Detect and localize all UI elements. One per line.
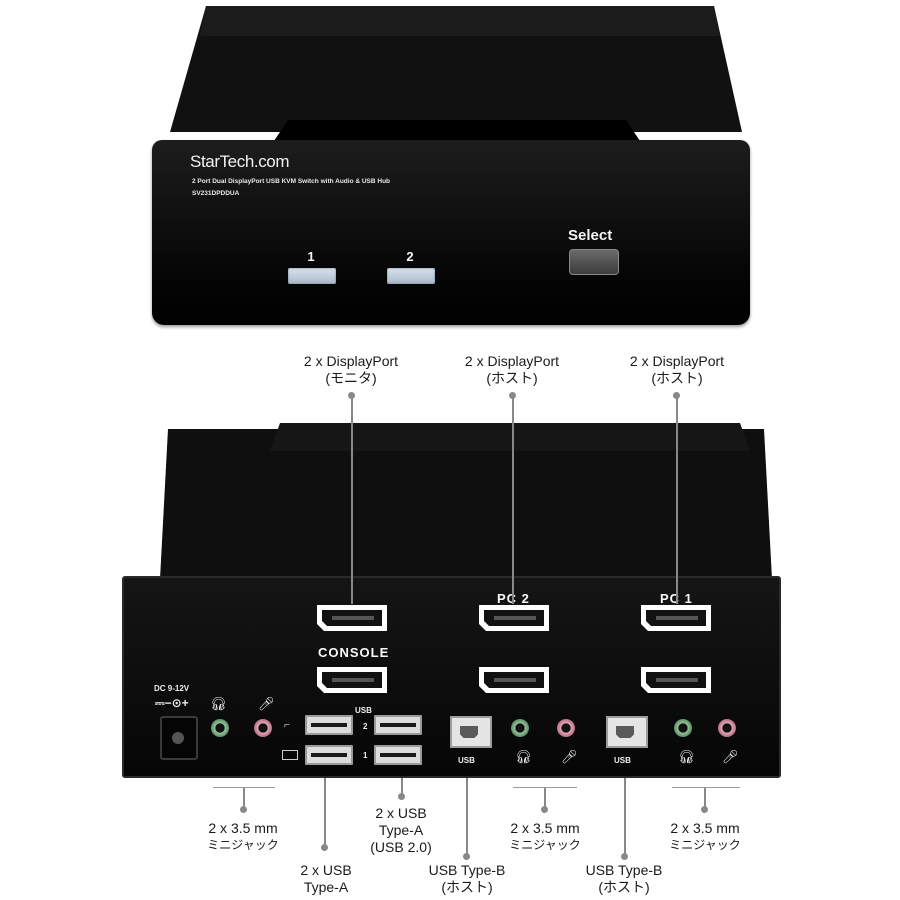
console-usb-a-keyboard [305,745,353,765]
pc2-headphone-jack [511,719,529,737]
callout-displayport-host-pc2: 2 x DisplayPort (ホスト) [464,353,560,386]
pc1-headphone-jack [674,719,692,737]
callout-displayport-monitor: 2 x DisplayPort (モニタ) [303,353,399,386]
microphone-icon: 🎤︎ [258,696,275,711]
mouse-icon: ⌐ [284,720,290,731]
console-usb-a-mouse [305,715,353,735]
leader-line [676,396,678,604]
model-number: SV231DPDDUA [192,190,240,197]
leader-bracket [672,787,740,788]
callout-pc1-audio: 2 x 3.5 mm ミニジャック [669,820,741,852]
keyboard-icon [282,750,298,760]
pc1-displayport-1 [641,605,711,631]
rear-top-panel [160,423,772,579]
select-button[interactable] [569,249,619,275]
port-1-label: 1 [307,249,315,264]
pc1-microphone-jack [718,719,736,737]
usb-hub-label: USB [355,706,372,715]
leader-dot [463,853,470,860]
leader-dot [541,806,548,813]
leader-line [324,778,326,846]
leader-line [243,788,245,808]
pc2-displayport-2 [479,667,549,693]
callout-usb-hub: 2 x USB Type-A (USB 2.0) [370,805,432,855]
port-2-label: 2 [406,249,414,264]
console-label: CONSOLE [318,645,390,660]
leader-dot [321,844,328,851]
front-top-panel [170,6,742,141]
dc-power-jack [160,716,198,760]
console-microphone-jack [254,719,272,737]
brand-logo: StarTech.com [190,152,290,171]
product-description: 2 Port Dual DisplayPort USB KVM Switch w… [192,178,391,185]
pc1-usb-b-port [606,716,648,748]
leader-line [544,788,546,808]
pc1-headphone-icon: 🎧︎ [678,749,695,764]
usb-hub-port-2 [374,715,422,735]
pc1-usb-label: USB [614,756,631,765]
console-displayport-1 [317,605,387,631]
callout-pc2-audio: 2 x 3.5 mm ミニジャック [509,820,581,852]
usb-hub-port-1-label: 1 [363,751,368,760]
dc-input-label: DC 9-12V [154,684,190,693]
callout-console-usb-a: 2 x USB Type-A [300,862,352,895]
leader-line [401,778,403,795]
leader-dot [398,793,405,800]
leader-bracket [513,787,577,788]
callout-displayport-host-pc1: 2 x DisplayPort (ホスト) [629,353,725,386]
select-label: Select [568,227,613,244]
dc-polarity-icon: ⎓−⊙+ [155,696,189,710]
port-1-button[interactable] [288,268,336,284]
pc2-headphone-icon: 🎧︎ [515,749,532,764]
leader-line [704,788,706,808]
leader-dot [673,392,680,399]
headphone-icon: 🎧︎ [210,696,227,711]
leader-dot [348,392,355,399]
leader-dot [509,392,516,399]
leader-dot [240,806,247,813]
usb-hub-port-1 [374,745,422,765]
pc2-microphone-icon: 🎤︎ [561,749,578,764]
callout-console-audio: 2 x 3.5 mm ミニジャック [207,820,279,852]
port-2-button[interactable] [387,268,435,284]
leader-bracket [213,787,275,788]
leader-dot [621,853,628,860]
callout-pc1-usb-b: USB Type-B (ホスト) [585,862,663,895]
leader-line [512,396,514,604]
leader-line [624,778,626,856]
usb-hub-port-2-label: 2 [363,722,368,731]
pc2-microphone-jack [557,719,575,737]
pc2-displayport-1 [479,605,549,631]
leader-line [466,778,468,856]
pc1-microphone-icon: 🎤︎ [722,749,739,764]
pc1-displayport-2 [641,667,711,693]
callout-pc2-usb-b: USB Type-B (ホスト) [428,862,506,895]
pc2-usb-label: USB [458,756,475,765]
leader-line [351,396,353,604]
pc2-usb-b-port [450,716,492,748]
console-headphone-jack [211,719,229,737]
front-panel [152,140,750,325]
console-displayport-2 [317,667,387,693]
leader-dot [701,806,708,813]
pc1-label: PC 1 [660,591,693,606]
